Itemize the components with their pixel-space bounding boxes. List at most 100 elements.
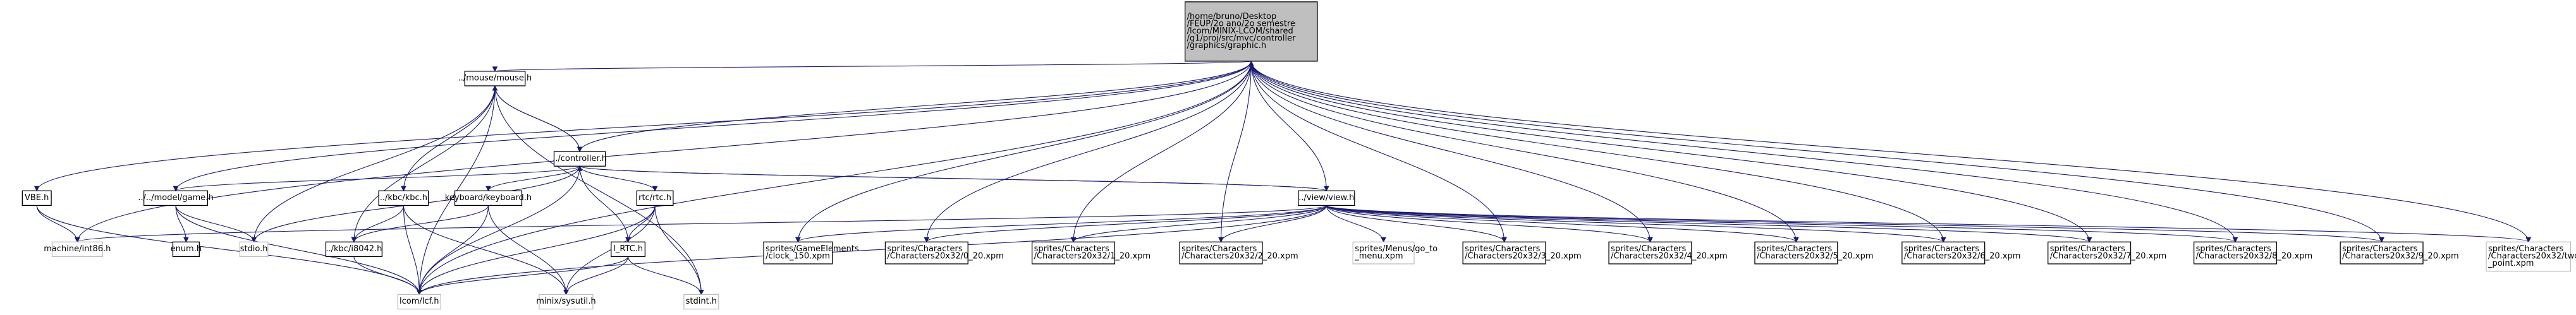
edge-line <box>487 166 580 191</box>
node-box <box>464 71 526 86</box>
node-label: sprites/Characters <box>2050 244 2125 254</box>
node-box <box>2486 241 2572 272</box>
node-c6[interactable]: sprites/Characters/Characters20x32/6_20.… <box>1901 241 2021 264</box>
node-i8042[interactable]: ../kbc/i8042.h <box>325 241 383 258</box>
node-box <box>397 294 441 310</box>
edge-graphic-to-vbe <box>34 61 1252 192</box>
node-vbe[interactable]: VBE.h <box>21 190 52 206</box>
edge-line <box>76 205 1327 242</box>
edge-arrowhead <box>924 237 930 243</box>
edge-arrowhead <box>1940 237 1946 243</box>
node-c4[interactable]: sprites/Characters/Characters20x32/4_20.… <box>1608 241 1728 264</box>
node-c2[interactable]: sprites/Characters/Characters20x32/2_20.… <box>1179 241 1298 264</box>
edge-kbc-to-lcomlcf <box>403 205 422 295</box>
node-label: /Characters20x32/5_20.xpm <box>1757 252 1874 261</box>
node-c3[interactable]: sprites/Characters/Characters20x32/3_20.… <box>1462 241 1582 264</box>
node-box <box>1901 241 1986 264</box>
node-box <box>1608 241 1692 264</box>
edge-arrowhead <box>1381 237 1386 243</box>
edge-game-to-enum <box>175 205 189 243</box>
node-label: sprites/Characters <box>1181 244 1257 254</box>
node-label: sprites/Characters <box>2342 244 2417 254</box>
edge-keyboard-to-minix <box>487 205 569 295</box>
node-enum[interactable]: enum.h <box>171 241 202 258</box>
edge-line <box>494 61 1252 72</box>
node-game[interactable]: ../../model/game.h <box>138 190 214 206</box>
node-box <box>1031 241 1116 264</box>
edge-graphic-to-game <box>173 61 1252 192</box>
node-label: stdint.h <box>686 297 717 306</box>
node-label: sprites/Characters <box>887 244 962 254</box>
edge-arrowhead <box>1218 237 1224 243</box>
node-label: /Characters20x32/8_20.xpm <box>2196 252 2313 261</box>
node-stdint: stdint.h <box>683 294 719 310</box>
node-label: ../mouse/mouse.h <box>458 74 532 83</box>
node-mouse[interactable]: ../mouse/mouse.h <box>458 71 532 86</box>
node-box <box>172 241 200 258</box>
node-stdio: stdio.h <box>239 241 269 258</box>
node-view[interactable]: ../view/view.h <box>1298 190 1355 206</box>
edge-view-to-gomenu <box>1326 205 1386 243</box>
node-keyboard[interactable]: keyboard/keyboard.h <box>445 190 532 206</box>
node-c1[interactable]: sprites/Characters/Characters20x32/1_20.… <box>1031 241 1151 264</box>
edge-line <box>175 61 1252 191</box>
edge-line <box>487 205 567 295</box>
node-controller[interactable]: ../controller.h <box>552 151 607 167</box>
node-box <box>1754 241 1838 264</box>
node-c9[interactable]: sprites/Characters/Characters20x32/9_20.… <box>2340 241 2459 264</box>
edge-line <box>418 205 1327 295</box>
node-graphic[interactable]: /home/bruno/Desktop/FEUP/2o ano/2o semes… <box>1184 1 1318 62</box>
node-label: /home/bruno/Desktop <box>1187 12 1277 21</box>
edge-controller-to-game <box>173 165 580 192</box>
node-c7[interactable]: sprites/Characters/Characters20x32/7_20.… <box>2048 241 2167 264</box>
edge-line <box>1326 205 1505 242</box>
node-clock[interactable]: sprites/GameElements/clock_150.xpm <box>763 241 859 264</box>
node-irtc[interactable]: I_RTC.h <box>611 241 646 258</box>
node-label: /lcom/MINIX-LCOM/shared <box>1187 27 1293 36</box>
edge-rtc-to-irtc <box>625 205 656 243</box>
node-label: /Characters20x32/2_20.xpm <box>1181 252 1298 261</box>
node-box <box>239 241 269 258</box>
node-box <box>1462 241 1546 264</box>
node-label: ../kbc/i8042.h <box>326 244 382 254</box>
edge-line <box>1250 61 1651 242</box>
node-box <box>454 190 523 206</box>
edge-arrowhead <box>699 289 704 295</box>
edge-keyboard-to-i8042 <box>351 205 489 243</box>
node-label: /Characters20x32/4_20.xpm <box>1611 252 1728 261</box>
node-c8[interactable]: sprites/Characters/Characters20x32/8_20.… <box>2193 241 2313 264</box>
edge-line <box>1250 61 1797 242</box>
edge-arrowhead <box>34 186 40 192</box>
node-label: ../kbc/kbc.h <box>380 193 427 203</box>
node-c0[interactable]: sprites/Characters/Characters20x32/0_20.… <box>884 241 1004 264</box>
node-layer: /home/bruno/Desktop/FEUP/2o ano/2o semes… <box>21 1 2576 310</box>
edge-line <box>1250 61 2236 242</box>
edge-arrowhead <box>795 237 801 243</box>
edge-view-to-c7 <box>1326 205 2092 243</box>
edge-arrowhead <box>1647 237 1653 243</box>
edge-view-to-machine <box>75 205 1327 243</box>
node-rtc[interactable]: rtc/rtc.h <box>636 190 674 206</box>
edge-line <box>797 61 1252 242</box>
edge-controller-to-mouse <box>492 85 580 152</box>
node-label: minix/sysutil.h <box>536 297 595 306</box>
edge-line <box>418 256 629 295</box>
node-box <box>51 241 103 258</box>
edge-kbc-to-minix <box>403 205 569 295</box>
edge-line <box>926 205 1327 242</box>
node-two: sprites/Characters/Characters20x32/two_p… <box>2486 241 2576 272</box>
node-label: /Characters20x32/7_20.xpm <box>2050 252 2167 261</box>
edge-graphic-to-clock <box>795 61 1252 243</box>
edge-line <box>36 61 1252 191</box>
edge-arrowhead <box>2232 237 2238 243</box>
node-kbc[interactable]: ../kbc/kbc.h <box>378 190 429 206</box>
node-c5[interactable]: sprites/Characters/Characters20x32/5_20.… <box>1754 241 1874 264</box>
edge-line <box>1326 205 2236 242</box>
edge-graphic-to-machine <box>75 61 1252 243</box>
node-label: ../view/view.h <box>1298 193 1354 203</box>
node-label: _point.xpm <box>2487 259 2534 268</box>
edge-line <box>1326 205 1384 242</box>
edge-game-to-lcomlcf <box>175 205 422 295</box>
node-box <box>611 241 646 258</box>
edge-line <box>1250 61 1327 191</box>
